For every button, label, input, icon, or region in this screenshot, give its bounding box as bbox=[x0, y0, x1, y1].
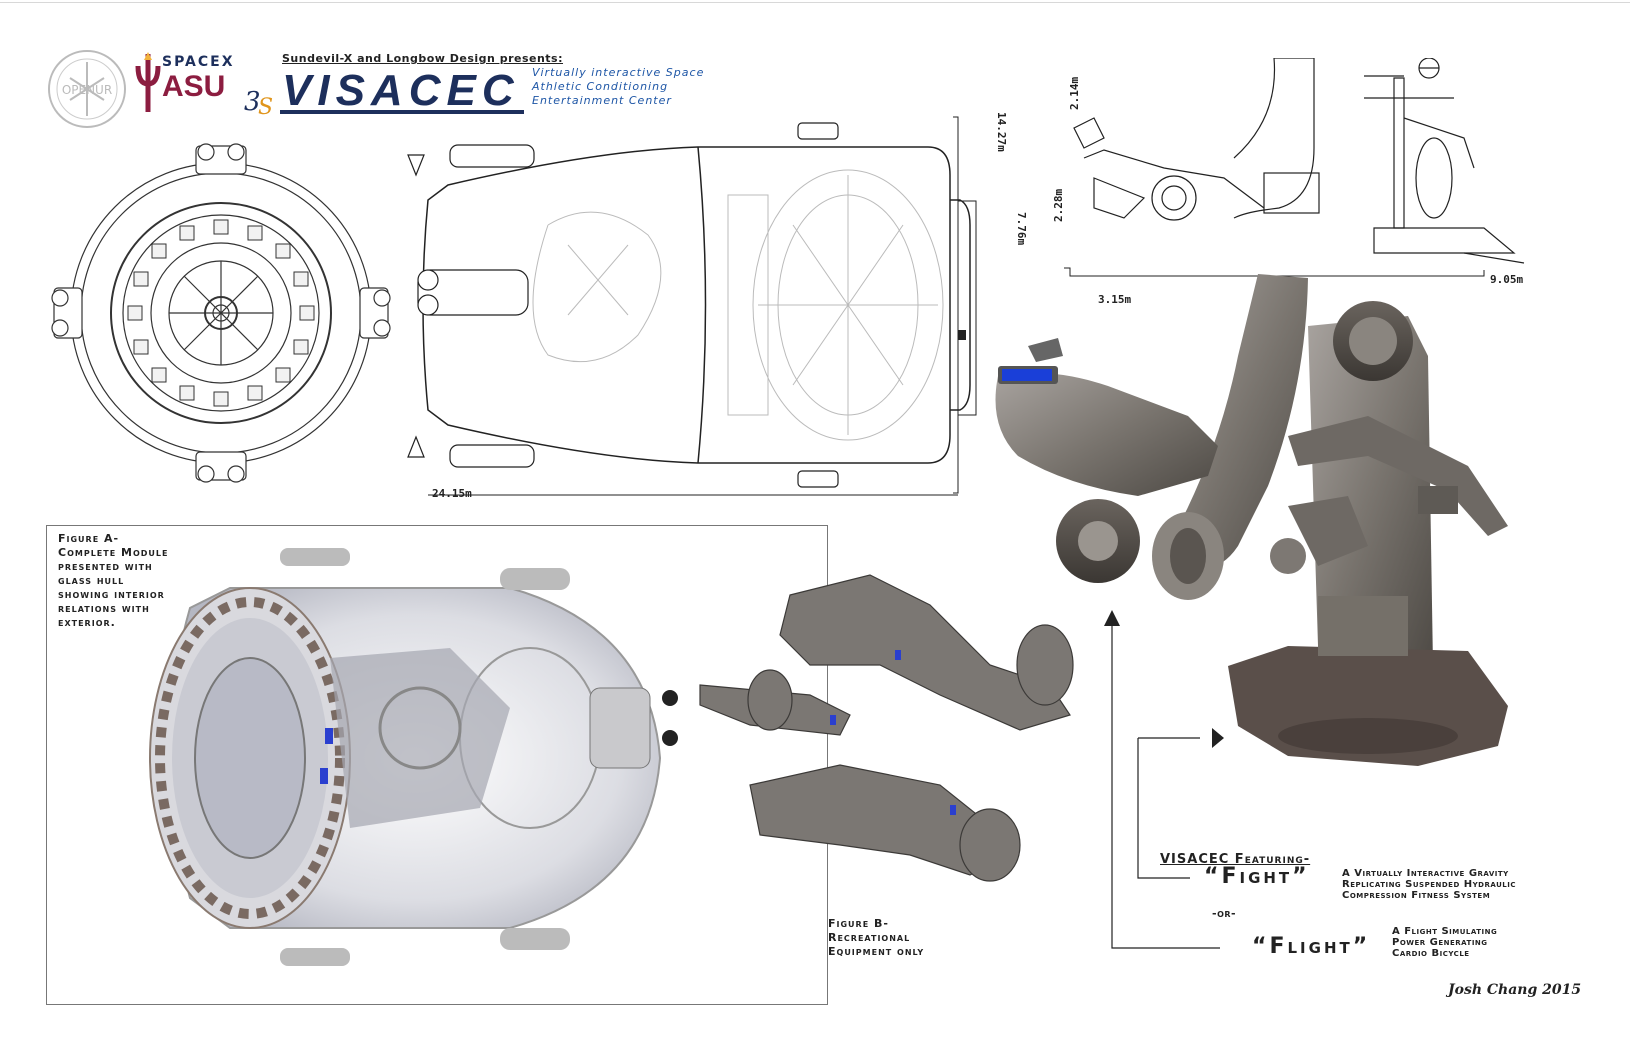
svg-text:3: 3 bbox=[244, 87, 261, 117]
fight-description-line-3: Compression Fitness System bbox=[1342, 890, 1491, 901]
page-title: VISACEC bbox=[282, 66, 520, 115]
fight-description: A Virtually Interactive Gravity Replicat… bbox=[1342, 868, 1516, 901]
figure-a-caption-line-1: Figure A- bbox=[58, 532, 120, 545]
svg-text:OPENUR: OPENUR bbox=[62, 83, 112, 97]
bike-base-dimension-label: 3.15m bbox=[1098, 293, 1132, 306]
author-signature: Josh Chang 2015 bbox=[1448, 982, 1582, 998]
flight-label: “Flight” bbox=[1252, 934, 1371, 959]
figure-b-caption-line-3: Equipment only bbox=[828, 945, 925, 958]
svg-text:S: S bbox=[258, 95, 273, 120]
figure-a-caption-line-7: exterior. bbox=[58, 616, 116, 629]
recreational-equipment-render bbox=[699, 574, 1074, 882]
title-underline bbox=[280, 110, 524, 114]
flight-description-line-3: Cardio Bicycle bbox=[1392, 948, 1470, 959]
subtitle-line-2: Athletic Conditioning bbox=[532, 80, 669, 93]
seal-logo: OPENUR bbox=[48, 50, 126, 128]
bike-width-dimension-label: 9.05m bbox=[1490, 273, 1524, 286]
callout-connector-lines bbox=[1104, 610, 1224, 949]
figure-a-caption: Figure A- Complete Module presented with… bbox=[58, 532, 168, 630]
figure-a-frame bbox=[46, 525, 828, 1005]
bike-mid-dimension-label: 2.28m bbox=[1052, 188, 1065, 222]
fitness-equipment-render bbox=[995, 274, 1508, 766]
svg-text:SPACEX: SPACEX bbox=[162, 54, 235, 70]
presents-line: Sundevil-X and Longbow Design presents: bbox=[282, 52, 564, 65]
figure-a-caption-line-4: glass hull bbox=[58, 574, 125, 587]
length-dimension-label: 24.15m bbox=[432, 487, 472, 500]
outer-height-dimension-label: 14.27m bbox=[995, 112, 1008, 152]
bike-top-dimension-label: 2.14m bbox=[1068, 76, 1081, 110]
subtitle-line-1: Virtually interactive Space bbox=[532, 66, 705, 79]
arrow-right-icon bbox=[1212, 728, 1224, 748]
or-separator: -or- bbox=[1212, 907, 1237, 920]
asu-spacex-logo: SPACEX ASU 3 S bbox=[135, 52, 273, 120]
flight-description-line-1: A Flight Simulating bbox=[1392, 926, 1498, 937]
side-view-drawing bbox=[407, 116, 977, 496]
flight-description: A Flight Simulating Power Generating Car… bbox=[1392, 926, 1497, 959]
fight-description-line-2: Replicating Suspended Hydraulic bbox=[1342, 879, 1516, 890]
front-view-drawing bbox=[51, 143, 391, 483]
figure-a-caption-line-2: Complete Module bbox=[58, 546, 169, 559]
figure-a-caption-line-6: relations with bbox=[58, 602, 150, 615]
figure-b-caption-line-1: Figure B- bbox=[828, 917, 889, 930]
bike-orthographic-views bbox=[1064, 58, 1525, 277]
arrow-up-icon bbox=[1104, 610, 1120, 626]
figure-a-caption-line-5: showing interior bbox=[58, 588, 165, 601]
features-heading: VISACEC Featuring- bbox=[1160, 852, 1311, 867]
top-border-line bbox=[0, 2, 1630, 3]
glass-hull-module-render bbox=[149, 548, 678, 966]
fight-label: “Fight” bbox=[1204, 864, 1310, 889]
figure-b-caption-line-2: Recreational bbox=[828, 931, 911, 944]
inner-height-dimension-label: 7.76m bbox=[1015, 212, 1028, 246]
fight-description-line-1: A Virtually Interactive Gravity bbox=[1342, 868, 1509, 879]
svg-text:ASU: ASU bbox=[162, 70, 225, 103]
figure-a-caption-line-3: presented with bbox=[58, 560, 153, 573]
subtitle-line-3: Entertainment Center bbox=[532, 94, 672, 107]
figure-b-caption: Figure B- Recreational Equipment only bbox=[828, 917, 924, 959]
flight-description-line-2: Power Generating bbox=[1392, 937, 1488, 948]
